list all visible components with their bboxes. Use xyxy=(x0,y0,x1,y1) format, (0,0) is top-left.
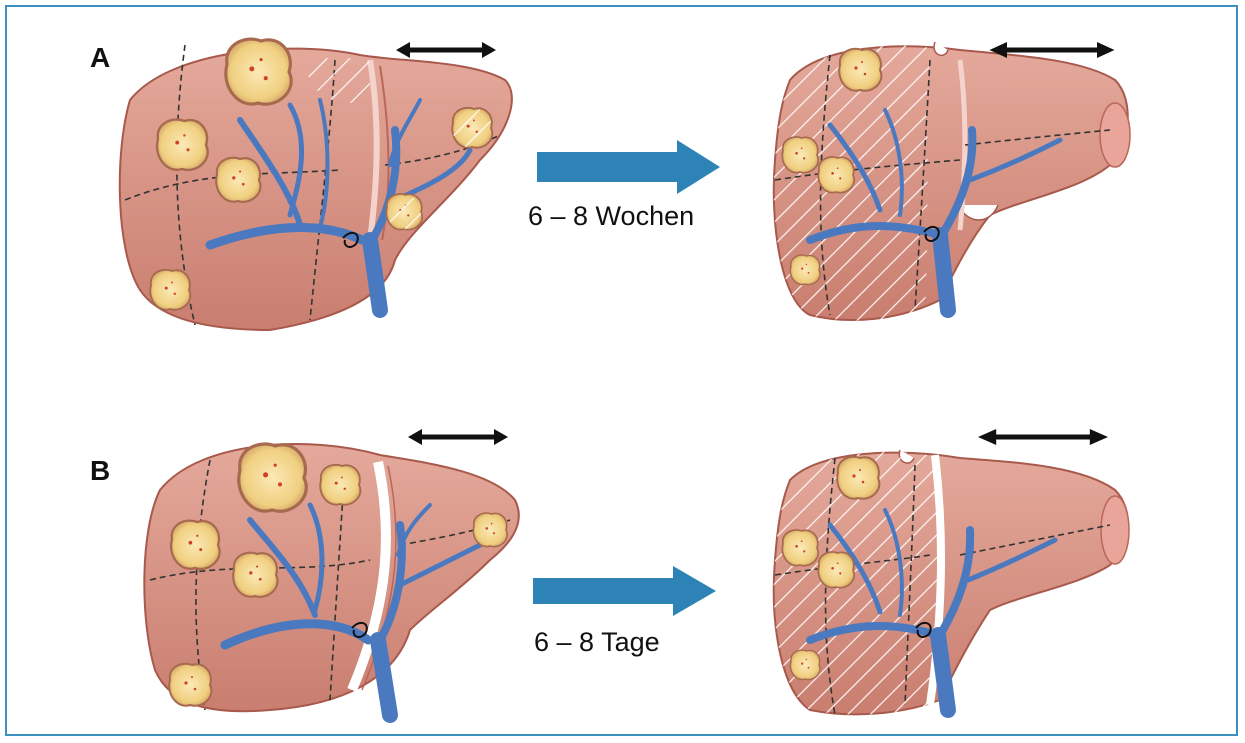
double-arrow-after-b xyxy=(978,429,1108,445)
liver-before-b xyxy=(144,444,519,715)
panel-label-b: B xyxy=(90,455,110,487)
panel-label-a: A xyxy=(90,42,110,74)
double-arrow-before-a xyxy=(396,42,496,58)
arrow-a xyxy=(537,140,720,194)
arrow-label-a: 6 – 8 Wochen xyxy=(528,201,694,232)
double-arrow-before-b xyxy=(408,429,508,445)
arrow-label-b: 6 – 8 Tage xyxy=(534,627,660,658)
liver-after-b xyxy=(774,450,1129,715)
arrow-b xyxy=(533,566,716,616)
liver-before-a xyxy=(120,39,512,330)
liver-after-a xyxy=(774,42,1130,320)
